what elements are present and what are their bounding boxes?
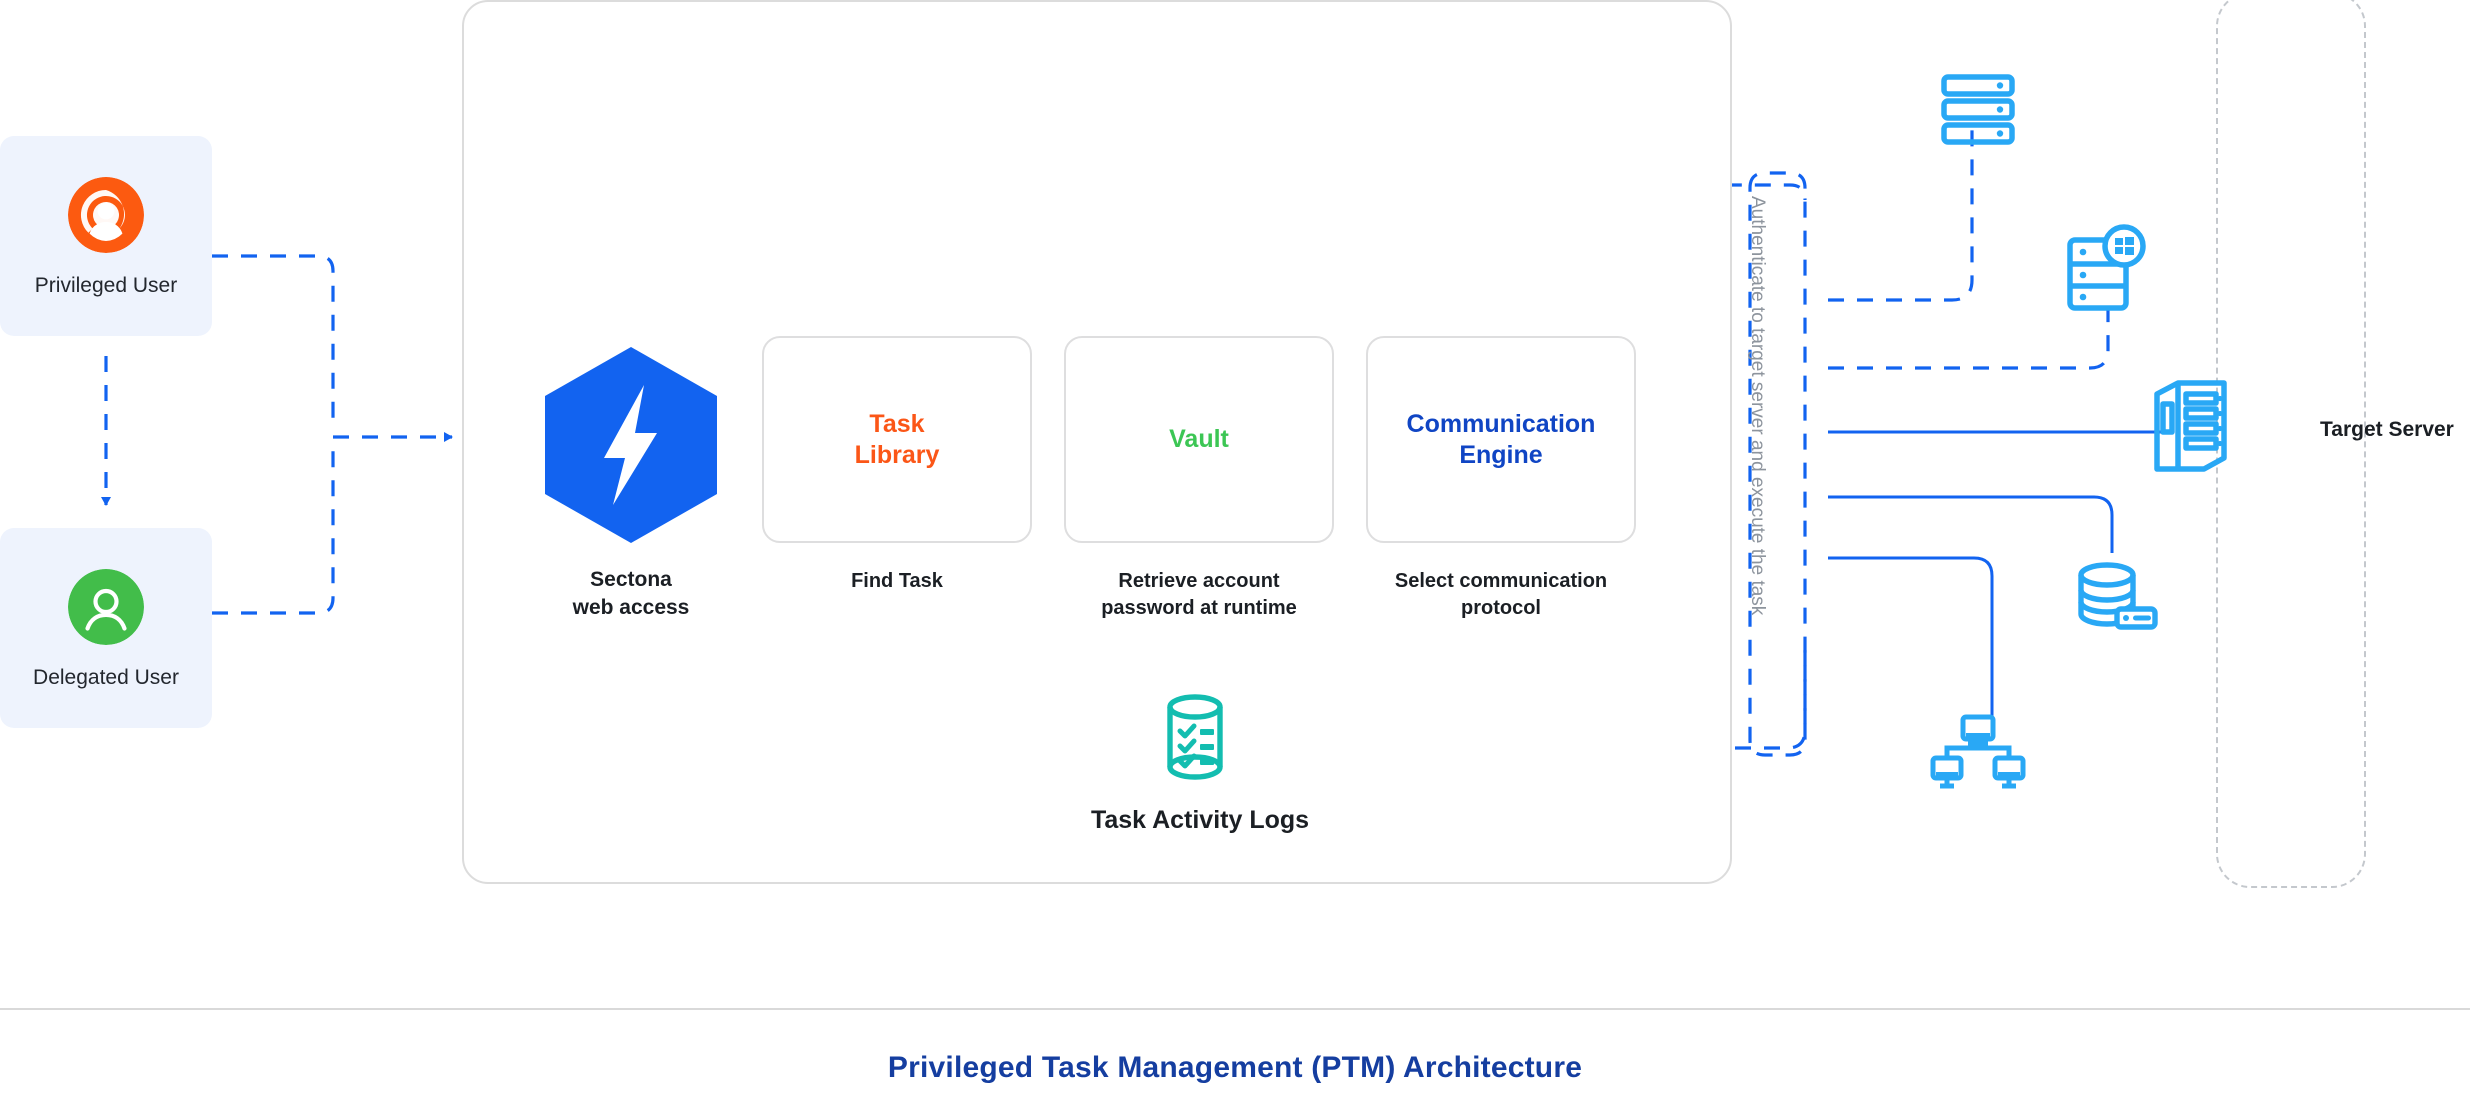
comm-engine-caption-line2: protocol	[1461, 596, 1541, 619]
activity-logs-database-icon[interactable]	[1160, 694, 1230, 780]
privileged-user-card[interactable]: Privileged User	[0, 136, 212, 336]
vault-title-line1: Vault	[1169, 425, 1229, 454]
authenticate-band-label: Authenticate to target server and execut…	[1747, 196, 1768, 616]
sectona-label-line1: Sectona	[590, 568, 672, 591]
database-server-icon[interactable]	[2075, 562, 2159, 634]
task-library-title-line1: Task	[869, 410, 925, 438]
task-library-title-line2: Library	[854, 440, 940, 469]
windows-server-icon[interactable]	[2066, 224, 2146, 312]
privileged-user-label: Privileged User	[34, 273, 178, 297]
privileged-user-avatar-icon	[68, 176, 144, 253]
delegated-user-label: Delegated User	[33, 665, 179, 689]
task-activity-logs-label: Task Activity Logs	[1090, 806, 1310, 834]
module-vault[interactable]: Vault	[1064, 336, 1334, 543]
sectona-label-line2: web access	[572, 595, 690, 619]
communication-engine-title-line1: Communication	[1406, 410, 1596, 438]
authenticate-band: Authenticate to target server and execut…	[1742, 196, 1772, 736]
tower-server-icon[interactable]	[2152, 378, 2230, 474]
delegated-user-card[interactable]: Delegated User	[0, 528, 212, 728]
comm-engine-caption-line1: Select communication	[1394, 570, 1608, 592]
target-server-zone	[2216, 0, 2366, 888]
server-rack-stack-icon[interactable]	[1940, 72, 2016, 148]
footer-divider	[0, 1008, 2470, 1010]
module-task-library[interactable]: Task Library	[762, 336, 1032, 543]
vault-caption: Retrieve account password at runtime	[1034, 568, 1364, 622]
delegated-user-avatar-icon	[68, 568, 144, 645]
communication-engine-title-line2: Engine	[1459, 440, 1543, 469]
workstation-network-icon[interactable]	[1930, 714, 2026, 790]
diagram-caption: Privileged Task Management (PTM) Archite…	[887, 1051, 1583, 1084]
communication-engine-caption: Select communication protocol	[1336, 568, 1666, 622]
module-communication-engine[interactable]: Communication Engine	[1366, 336, 1636, 543]
sectona-hexagon-bolt-icon[interactable]	[543, 345, 719, 545]
vault-caption-line1: Retrieve account	[1118, 570, 1280, 592]
task-library-caption: Find Task	[732, 568, 1062, 595]
target-server-label: Target Server	[2320, 418, 2454, 441]
task-library-caption-line1: Find Task	[851, 570, 943, 592]
sectona-web-access-label: Sectona web access	[520, 566, 742, 621]
vault-caption-line2: password at runtime	[1101, 596, 1297, 619]
